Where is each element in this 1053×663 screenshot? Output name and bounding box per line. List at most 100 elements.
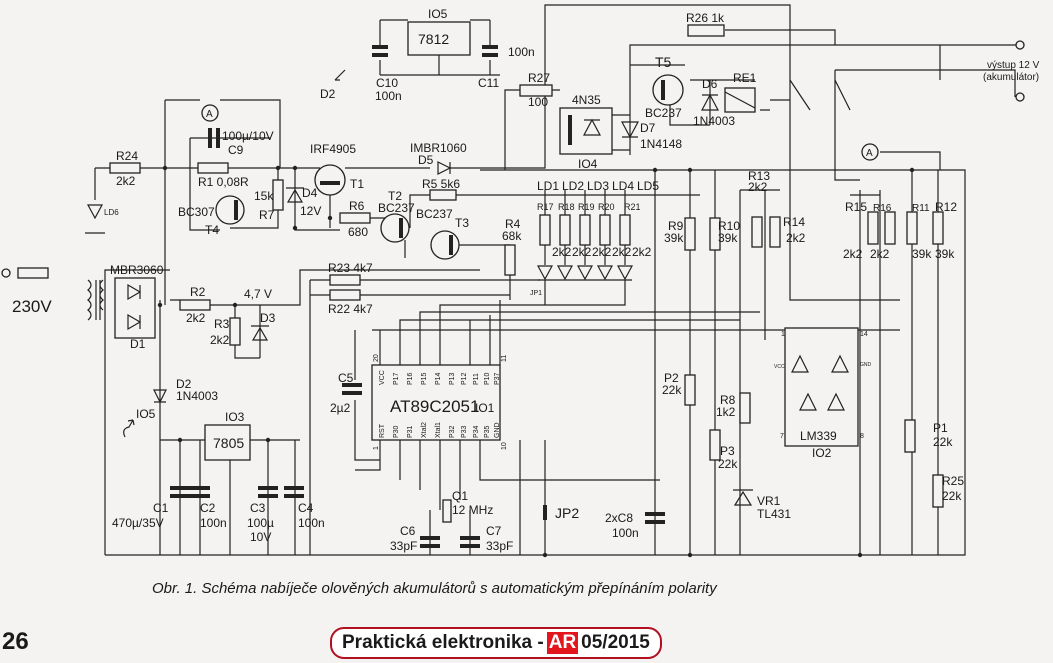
c6-label: C6 [400,524,416,538]
mcu-ref: IO1 [475,401,495,415]
r16-value: 2k2 [870,247,890,261]
opto-label: 4N35 [572,93,601,107]
resistor-r16 [884,211,896,245]
q1-label: Q1 [452,489,468,503]
magazine-name: Praktická elektronika - [342,632,544,653]
diode-d2 [153,389,167,404]
led-bar: LD1 LD2 LD3 LD4 LD5 R17 R18 R19 R20 R21 … [536,179,659,281]
r25-label: R25 [942,474,964,488]
svg-text:VCC: VCC [379,370,386,385]
r10-label: R10 [718,219,740,233]
lm339-pin7: 7 [780,433,784,440]
resistor-r5 [429,189,457,201]
svg-text:P37: P37 [494,372,501,385]
zener-d3 [251,325,269,341]
diode-d5 [437,161,452,175]
lm339-pin14: 14 [860,331,868,338]
r24-label: R24 [116,149,138,163]
output-terminal-minus[interactable] [1015,92,1025,102]
lm339-label: LM339 [800,429,837,443]
r27-value: 100 [528,95,548,109]
q1-value: 12 MHz [452,503,493,517]
transistor-t2 [380,213,410,243]
resistor-r17 [539,214,551,246]
ld4-label: LD4 [612,179,634,193]
p1-value: 22k [933,435,953,449]
io5-arrow-label: IO5 [136,407,156,421]
r21-value: 2k2 [632,245,652,259]
resistor-r7 [272,179,284,211]
svg-text:Xtal2: Xtal2 [421,422,428,438]
vr1-value: TL431 [757,507,791,521]
r27-label: R27 [528,71,550,85]
resistor-r20 [599,214,611,246]
resistor-r6 [339,212,371,224]
ld1-label: LD1 [537,179,559,193]
t2-value: BC237 [378,201,415,215]
regulator-7805 [204,424,251,461]
trimmer-p2[interactable] [684,374,696,406]
transformer [87,279,104,321]
d4-label: D4 [302,186,318,200]
r15-value: 2k2 [843,247,863,261]
vr1-label: VR1 [757,494,781,508]
svg-text:P10: P10 [484,372,491,385]
trimmer-p1[interactable] [904,419,916,453]
mains-terminal[interactable] [1,268,11,278]
r16-label: R16 [873,203,892,214]
r19-label: R19 [578,202,595,212]
ld2-label: LD2 [562,179,584,193]
resistor-r25 [932,474,944,508]
svg-text:P31: P31 [407,425,414,438]
c4-label: C4 [298,501,314,515]
ld6-label: LD6 [104,208,119,217]
t3-value: BC237 [416,207,453,221]
resistor-r22 [329,289,361,301]
t1-label: T1 [350,177,364,191]
r17-value: 2k2 [552,245,572,259]
d5-value: IMBR1060 [410,141,467,155]
d3-label: D3 [260,311,276,325]
ammeter-1-label: A [206,109,213,120]
c11-value: 100n [508,45,535,59]
c9-value: 100µ/10V [222,129,274,143]
c4-value: 100n [298,516,325,530]
resistor-r19 [579,214,591,246]
c1-label: C1 [153,501,169,515]
trimmer-p3[interactable] [709,429,721,461]
comparator-lm339 [784,327,859,447]
c8-value: 100n [612,526,639,540]
p3-value: 22k [718,457,738,471]
r2-label: R2 [190,285,206,299]
svg-text:P35: P35 [484,425,491,438]
r8-label: R8 [720,393,736,407]
r9-label: R9 [668,219,684,233]
d6-label: D6 [702,77,718,91]
r13-label: R13 [748,169,770,183]
mcu-at89c2051 [371,364,501,441]
r15-label: R15 [845,200,867,214]
r19-value: 2k2 [592,245,612,259]
d7-value: 1N4148 [640,137,682,151]
output-label: výstup 12 V [987,60,1040,71]
relay-contacts [789,79,851,111]
t4-label: T4 [205,223,219,237]
svg-text:Xtal1: Xtal1 [435,422,442,438]
resistor-r12 [932,211,944,245]
d5-label: D5 [418,153,434,167]
d7-label: D7 [640,121,656,135]
c7-label: C7 [486,524,502,538]
ammeter-2-label: A [866,148,873,159]
c6-value: 33pF [390,539,417,553]
r11-value: 39k [912,247,932,261]
r14-value: 2k2 [786,231,806,245]
io2-label: IO2 [812,446,832,460]
bridge-rectifier-d1 [114,277,156,339]
r2-value: 2k2 [186,311,206,325]
ammeter-1 [201,104,219,122]
d4-value: 12V [300,204,321,218]
output-terminal-plus[interactable] [1015,40,1025,50]
resistor-r21 [619,214,631,246]
ld3-label: LD3 [587,179,609,193]
